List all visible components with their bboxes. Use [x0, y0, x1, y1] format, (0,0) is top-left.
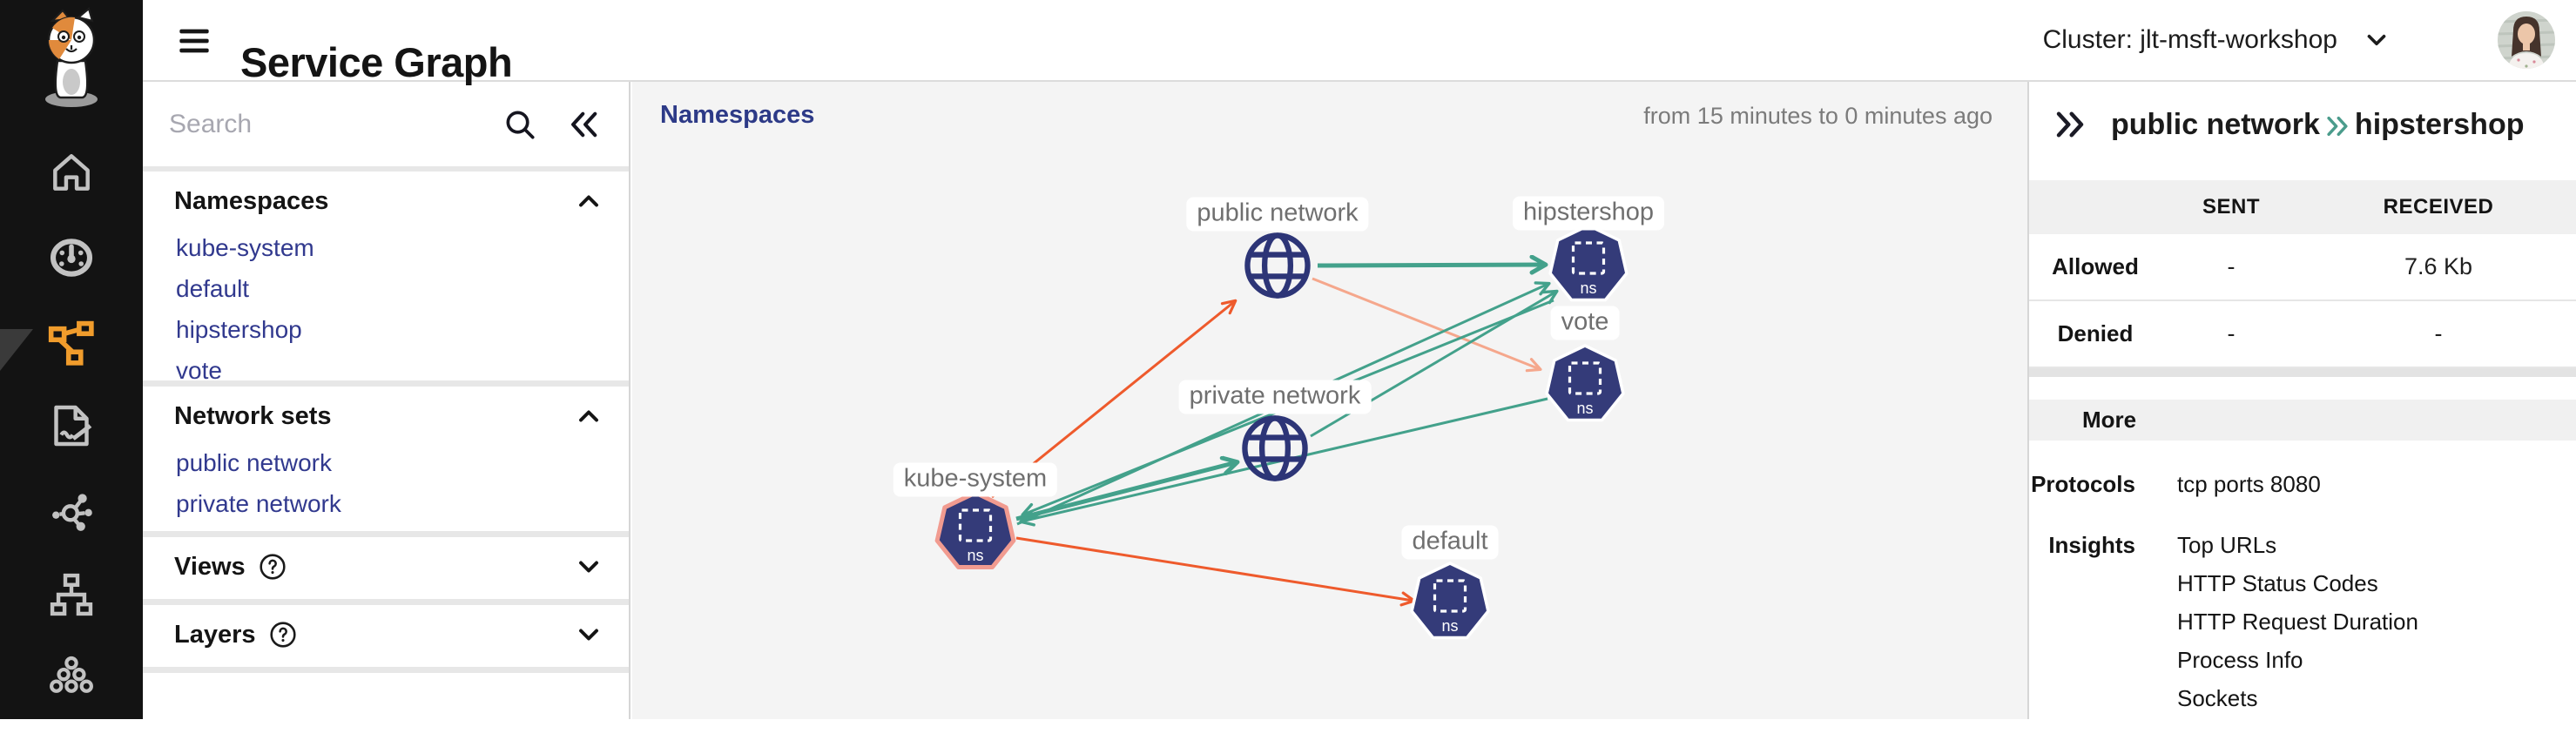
top-bar: Service Graph Cluster: jlt-msft-workshop	[143, 0, 2576, 85]
help-icon[interactable]	[268, 620, 298, 649]
namespace-heptagon-icon	[1410, 562, 1490, 640]
graph-node-vote[interactable]: ns	[1545, 344, 1625, 422]
insight-item: Top URLs	[2177, 532, 2277, 558]
sidebar-collapse-icon[interactable]	[566, 106, 603, 143]
graph-edge-public-network-to-vote[interactable]	[1312, 277, 1542, 373]
graph-node-label-private-network[interactable]: private network	[1178, 380, 1372, 414]
active-nav-indicator	[0, 329, 33, 371]
namespace-heptagon-icon	[1545, 344, 1625, 422]
chevron-up-icon	[573, 185, 604, 217]
sidebar-section-network-sets: Network sets public network private networ…	[143, 387, 629, 531]
section-divider	[2029, 368, 2576, 377]
traffic-table-header: SENT RECEIVED	[2029, 180, 2576, 234]
graph-edge-public-network-to-hipstershop[interactable]	[1317, 265, 1545, 266]
graph-node-label-kube-system[interactable]: kube-system	[893, 462, 1058, 497]
protocols-label: Protocols	[2031, 471, 2135, 497]
sent-column-header: SENT	[2202, 195, 2260, 219]
help-icon[interactable]	[258, 552, 287, 582]
protocols-value: tcp ports 8080	[2177, 471, 2321, 497]
globe-icon	[1244, 418, 1305, 478]
graph-node-label-hipstershop[interactable]: hipstershop	[1513, 196, 1664, 231]
sidebar-search-row	[143, 82, 629, 166]
svg-text:ns: ns	[1576, 400, 1593, 417]
traffic-row-denied: Denied--	[2029, 301, 2576, 368]
namespace-heptagon-icon	[934, 490, 1016, 569]
graph-node-private-network[interactable]	[1244, 418, 1305, 478]
rail-service-graph-icon[interactable]	[0, 312, 143, 374]
graph-node-kube-system[interactable]: ns	[934, 490, 1016, 569]
nav-rail	[0, 0, 143, 719]
graph-node-label-public-network[interactable]: public network	[1186, 197, 1369, 232]
insight-item: Process Info	[2177, 647, 2303, 673]
graph-view-label: Namespaces	[660, 101, 815, 129]
graph-node-default[interactable]: ns	[1410, 562, 1490, 640]
details-panel: public network hipstershop SENT RECEIVED…	[2029, 82, 2576, 719]
insight-item: HTTP Request Duration	[2177, 609, 2418, 635]
svg-text:ns: ns	[1441, 617, 1458, 635]
rail-home-icon[interactable]	[0, 141, 143, 204]
graph-node-label-vote[interactable]: vote	[1550, 306, 1620, 340]
section-header[interactable]: Layers	[143, 605, 629, 657]
sidebar-item-hipstershop[interactable]: hipstershop	[176, 315, 302, 343]
globe-icon	[1247, 235, 1307, 295]
sidebar-item-vote[interactable]: vote	[176, 356, 222, 384]
protocols-row: Protocols tcp ports 8080	[2029, 465, 2576, 503]
graph-node-hipstershop[interactable]: ns	[1548, 224, 1629, 302]
insight-item: Sockets	[2177, 685, 2258, 711]
details-header: public network hipstershop	[2052, 106, 2525, 143]
insights-label: Insights	[2048, 532, 2135, 558]
traffic-row-allowed: Allowed-7.6 Kb	[2029, 234, 2576, 301]
service-graph-canvas[interactable]: ns ns ns ns Namespaces from 15 minutes to 0…	[632, 82, 2029, 719]
graph-edge-kube-system-to-default[interactable]	[1015, 536, 1416, 607]
page-title: Service Graph	[240, 39, 513, 86]
hamburger-menu-icon[interactable]	[174, 24, 214, 58]
chevron-down-icon	[2362, 25, 2391, 55]
user-avatar[interactable]	[2498, 11, 2555, 69]
rail-flows-icon[interactable]	[0, 480, 143, 542]
search-input[interactable]	[167, 103, 481, 146]
sidebar-item-public-network[interactable]: public network	[176, 448, 332, 476]
svg-text:ns: ns	[967, 547, 983, 564]
sidebar-section-layers: Layers	[143, 605, 629, 667]
sidebar-item-kube-system[interactable]: kube-system	[176, 233, 314, 261]
section-header[interactable]: Network sets	[143, 387, 629, 439]
breadcrumb-source[interactable]: public network	[2111, 107, 2320, 141]
chevron-down-icon	[573, 619, 604, 650]
rail-policies-icon[interactable]	[0, 394, 143, 457]
cluster-selector[interactable]: Cluster: jlt-msft-workshop	[2043, 0, 2391, 80]
panel-expand-icon[interactable]	[2052, 106, 2088, 143]
breadcrumb-arrow-icon	[2323, 112, 2351, 140]
calico-cat-logo	[26, 7, 117, 110]
sidebar-item-private-network[interactable]: private network	[176, 489, 341, 517]
received-column-header: RECEIVED	[2383, 195, 2494, 219]
rail-dashboard-icon[interactable]	[0, 226, 143, 289]
sidebar-empty-card	[143, 673, 629, 719]
rail-cluster-icon[interactable]	[0, 645, 143, 708]
search-icon[interactable]	[502, 106, 538, 143]
svg-text:ns: ns	[1580, 279, 1596, 297]
sidebar-section-namespaces: Namespaces kube-system default hipstershop v…	[143, 172, 629, 384]
graph-node-public-network[interactable]	[1247, 235, 1307, 295]
time-range-label: from 15 minutes to 0 minutes ago	[1643, 103, 1993, 129]
graph-edge-kube-system-to-private-network[interactable]	[1015, 462, 1237, 521]
sidebar: Namespaces kube-system default hipstershop v…	[143, 82, 631, 719]
details-metadata: Protocols tcp ports 8080 Insights Top UR…	[2029, 465, 2576, 740]
sidebar-section-views: Views	[143, 537, 629, 599]
more-section-header: More	[2029, 400, 2576, 441]
breadcrumb: public network hipstershop	[2111, 108, 2525, 142]
cluster-selector-label: Cluster: jlt-msft-workshop	[2042, 25, 2337, 54]
section-header[interactable]: Namespaces	[143, 172, 629, 224]
namespace-heptagon-icon	[1548, 224, 1629, 302]
chevron-up-icon	[573, 400, 604, 432]
rail-hierarchy-icon[interactable]	[0, 563, 143, 626]
chevron-down-icon	[573, 551, 604, 582]
insight-item: HTTP Status Codes	[2177, 570, 2378, 596]
section-header[interactable]: Views	[143, 537, 629, 589]
breadcrumb-target[interactable]: hipstershop	[2354, 107, 2525, 141]
graph-node-label-default[interactable]: default	[1401, 525, 1499, 560]
sidebar-item-default[interactable]: default	[176, 274, 250, 302]
